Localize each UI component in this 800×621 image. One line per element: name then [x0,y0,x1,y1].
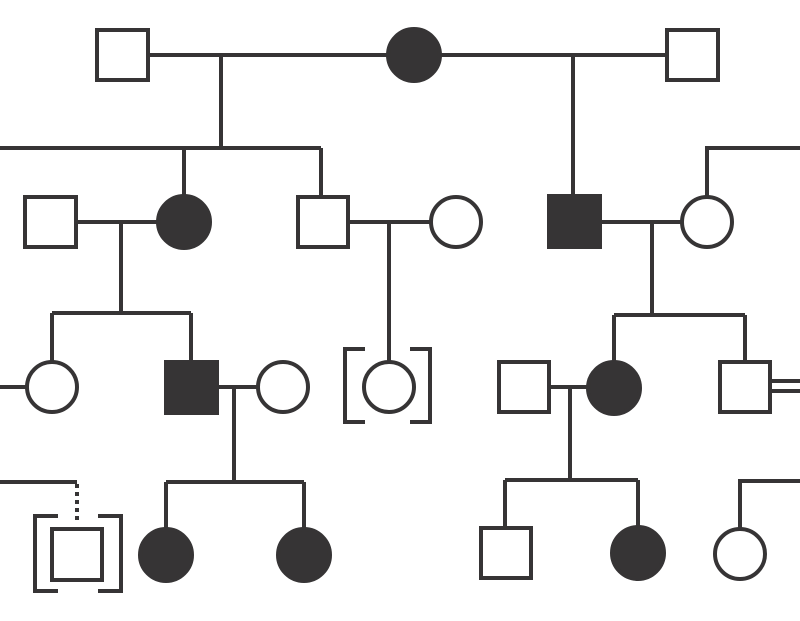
male-affected [164,360,219,415]
female-affected [156,194,212,250]
female-affected [276,527,332,583]
female-affected [586,360,642,416]
female-affected [610,525,666,581]
male-unaffected [296,195,350,249]
adoption-bracket-left [343,347,365,424]
female-affected [138,527,194,583]
female-unaffected-adopted [362,360,416,414]
male-unaffected [665,28,720,82]
female-affected [386,27,442,83]
female-unaffected [713,527,767,581]
adoption-bracket-left [33,514,58,593]
female-unaffected [256,360,310,414]
adoption-bracket-right [410,347,432,424]
female-unaffected [429,195,483,249]
male-unaffected-adopted-in [50,527,104,582]
male-unaffected [23,195,78,249]
male-affected [547,194,602,249]
male-unaffected [479,526,533,580]
male-unaffected [95,28,150,82]
connecting-lines [0,53,800,529]
adoption-bracket-right [98,514,123,593]
male-unaffected [718,360,772,414]
male-unaffected [497,360,551,414]
female-unaffected [25,360,79,414]
female-unaffected [680,195,734,249]
